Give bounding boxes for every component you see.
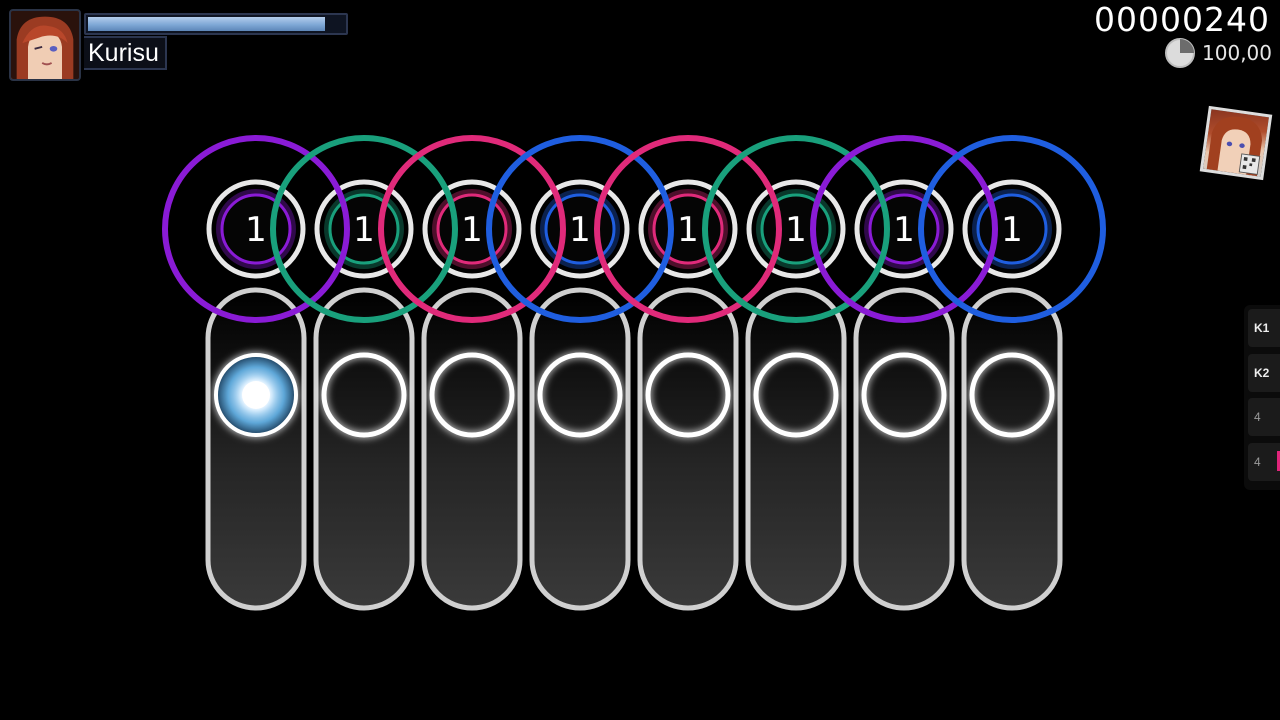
approach-circle-2	[270, 135, 458, 323]
key-label: 4	[1254, 455, 1261, 469]
receptor-ring[interactable]	[969, 352, 1055, 438]
lane-5[interactable]	[637, 287, 739, 611]
hit-circle-2[interactable]: 1	[314, 179, 414, 279]
hit-circle-3[interactable]: 1	[422, 179, 522, 279]
combo-number: 1	[785, 210, 807, 250]
spectator-avatar	[1199, 105, 1273, 181]
receptor-ring[interactable]	[429, 352, 515, 438]
combo-number: 1	[677, 210, 699, 250]
lane-3[interactable]	[421, 287, 523, 611]
lane-7[interactable]	[853, 287, 955, 611]
player-avatar	[9, 9, 81, 81]
lane-track	[529, 287, 631, 611]
receptor-ring[interactable]	[645, 352, 731, 438]
score-counter: 00000240	[1094, 0, 1270, 39]
note-border	[638, 179, 738, 279]
accuracy-display: 100,00	[1164, 37, 1272, 69]
note-border	[422, 179, 522, 279]
hit-circle-8[interactable]: 1	[962, 179, 1062, 279]
key-label: K1	[1254, 321, 1270, 335]
lane-track	[745, 287, 847, 611]
note-border	[962, 179, 1062, 279]
key-k1: K1	[1248, 309, 1280, 347]
note-border	[746, 179, 846, 279]
combo-number: 1	[353, 210, 375, 250]
approach-layer	[162, 135, 1106, 323]
key-label: 4	[1254, 410, 1261, 424]
approach-circle-6	[702, 135, 890, 323]
key-m2: 4	[1248, 443, 1280, 481]
key-k2: K2	[1248, 354, 1280, 392]
health-bar-fill	[88, 17, 326, 31]
avatar-icon	[11, 11, 79, 79]
player-name: Kurisu	[84, 36, 167, 70]
lane-track	[421, 287, 523, 611]
note-border	[854, 179, 954, 279]
approach-circle-5	[594, 135, 782, 323]
combo-number: 1	[569, 210, 591, 250]
hit-circle-1[interactable]: 1	[206, 179, 306, 279]
lane-track	[313, 287, 415, 611]
hit-circle-6[interactable]: 1	[746, 179, 846, 279]
lane-6[interactable]	[745, 287, 847, 611]
combo-number: 1	[461, 210, 483, 250]
lane-track	[853, 287, 955, 611]
receptor-ring[interactable]	[321, 352, 407, 438]
key-overlay: K1 K2 4 4	[1244, 305, 1280, 490]
receptor-ring[interactable]	[537, 352, 623, 438]
approach-circle-1	[162, 135, 350, 323]
lane-track	[637, 287, 739, 611]
receptor-ring[interactable]	[861, 352, 947, 438]
lane-track	[205, 287, 307, 611]
hit-circle-7[interactable]: 1	[854, 179, 954, 279]
note-border	[206, 179, 306, 279]
hit-circle-4[interactable]: 1	[530, 179, 630, 279]
approach-circle-7	[810, 135, 998, 323]
lane-2[interactable]	[313, 287, 415, 611]
lane-1[interactable]	[205, 287, 307, 611]
hit-circle-5[interactable]: 1	[638, 179, 738, 279]
key-press-indicator	[1277, 451, 1280, 471]
approach-circle-4	[486, 135, 674, 323]
receptor-ring[interactable]	[753, 352, 839, 438]
pie-progress-icon	[1165, 38, 1196, 68]
approach-circle-8	[918, 135, 1106, 323]
portrait-icon	[1206, 116, 1263, 177]
combo-number: 1	[245, 210, 267, 250]
notes-layer: 1 1 1 1 1 1 1 1	[206, 179, 1062, 279]
receptor-core	[242, 381, 270, 409]
approach-circle-3	[378, 135, 566, 323]
lane-8[interactable]	[961, 287, 1063, 611]
lane-track	[961, 287, 1063, 611]
note-border	[314, 179, 414, 279]
key-label: K2	[1254, 366, 1270, 380]
lanes-layer	[205, 287, 1063, 611]
health-bar	[84, 13, 348, 35]
note-border	[530, 179, 630, 279]
combo-number: 1	[893, 210, 915, 250]
combo-number: 1	[1001, 210, 1023, 250]
accuracy-text: 100,00	[1202, 41, 1272, 65]
key-m1: 4	[1248, 398, 1280, 436]
lane-4[interactable]	[529, 287, 631, 611]
